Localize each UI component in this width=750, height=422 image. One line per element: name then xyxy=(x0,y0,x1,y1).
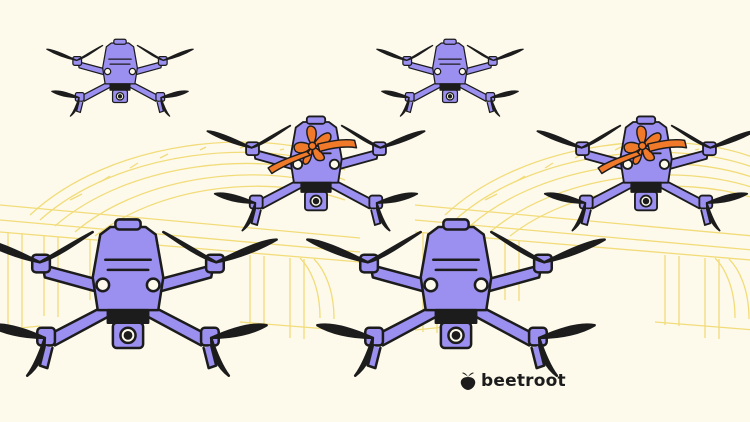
drone-gift-left xyxy=(206,115,426,232)
drone-small-left xyxy=(46,38,194,117)
drone-large-left xyxy=(0,218,278,377)
brand-logo: beetroot xyxy=(459,368,566,394)
brand-name: beetroot xyxy=(481,371,566,391)
beet-icon xyxy=(460,372,476,390)
drone-small-right xyxy=(376,38,524,117)
drone-large-right xyxy=(306,218,606,377)
drone-gift-right xyxy=(536,115,750,232)
